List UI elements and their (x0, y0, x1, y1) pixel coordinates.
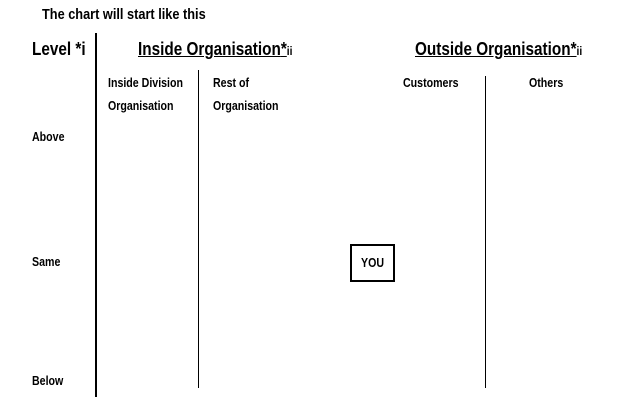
column-header-line: Organisation (213, 99, 279, 113)
column-header-line: Others (529, 76, 564, 90)
group-label: Inside Organisation (138, 39, 281, 59)
level-label: Level * (32, 39, 82, 59)
column-header-others: Others (529, 72, 563, 95)
level-divider-line (95, 33, 97, 397)
group-note: ii (576, 44, 583, 58)
group-marker: * (280, 39, 287, 59)
group-outside-organisation: Outside Organisation*ii (415, 39, 582, 60)
column-divider-line (198, 70, 199, 388)
row-label-same: Same (32, 255, 61, 269)
column-divider-line (485, 76, 486, 388)
you-box: YOU (350, 244, 395, 282)
group-note: ii (286, 44, 293, 58)
diagram-title: The chart will start like this (42, 6, 206, 23)
you-label: YOU (360, 256, 385, 270)
level-note: i (81, 39, 86, 59)
group-label: Outside Organisation (415, 39, 571, 59)
column-header-rest-of-organisation: Rest of Organisation (213, 72, 279, 118)
group-marker: * (570, 39, 577, 59)
column-header-customers: Customers (403, 72, 459, 95)
level-header: Level *i (32, 39, 86, 60)
group-inside-organisation: Inside Organisation*ii (138, 39, 292, 60)
column-header-line: Organisation (108, 99, 174, 113)
column-header-line: Inside Division (108, 76, 183, 90)
column-header-line: Customers (403, 76, 459, 90)
column-header-line: Rest of (213, 76, 250, 90)
row-label-above: Above (32, 130, 65, 144)
row-label-below: Below (32, 374, 64, 388)
